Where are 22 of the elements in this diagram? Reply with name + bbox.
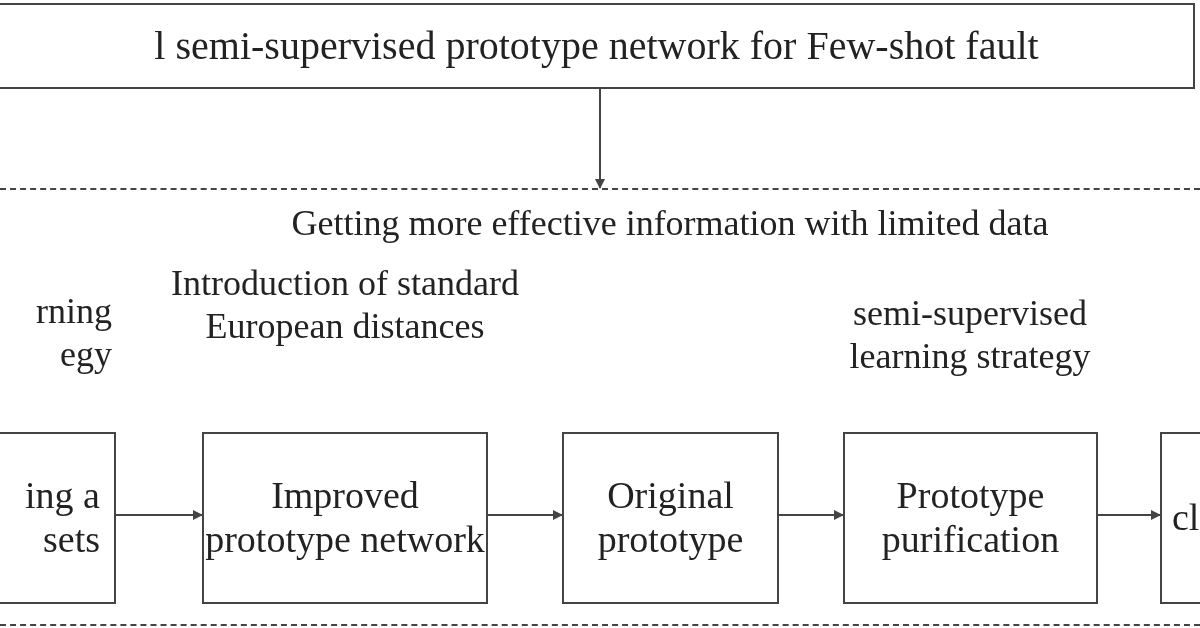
dashed-group-frame xyxy=(0,188,1200,626)
arrow xyxy=(595,88,605,189)
box-label: Improved prototype network xyxy=(204,474,486,562)
process-box xyxy=(0,432,116,604)
annotation-text: rning egy xyxy=(35,290,112,377)
arrow xyxy=(778,510,844,520)
title-box xyxy=(0,3,1195,89)
box-label: Original prototype xyxy=(596,474,745,562)
annotation-text: semi-supervised learning strategy xyxy=(848,292,1092,379)
arrow xyxy=(1097,510,1161,520)
arrow xyxy=(487,510,563,520)
process-box xyxy=(1160,432,1200,604)
box-label: cl xyxy=(1172,496,1200,540)
arrow xyxy=(115,510,203,520)
box-label: Prototype purification xyxy=(880,474,1061,562)
process-box xyxy=(843,432,1098,604)
process-box xyxy=(202,432,488,604)
box-label: l semi-supervised prototype network for Few-shot fault xyxy=(154,23,1039,69)
box-label: ing a sets xyxy=(24,474,100,562)
annotation-text: Introduction of standard European distances xyxy=(170,262,520,349)
group-heading: Getting more effective information with limited data xyxy=(291,202,1049,244)
process-box xyxy=(562,432,779,604)
